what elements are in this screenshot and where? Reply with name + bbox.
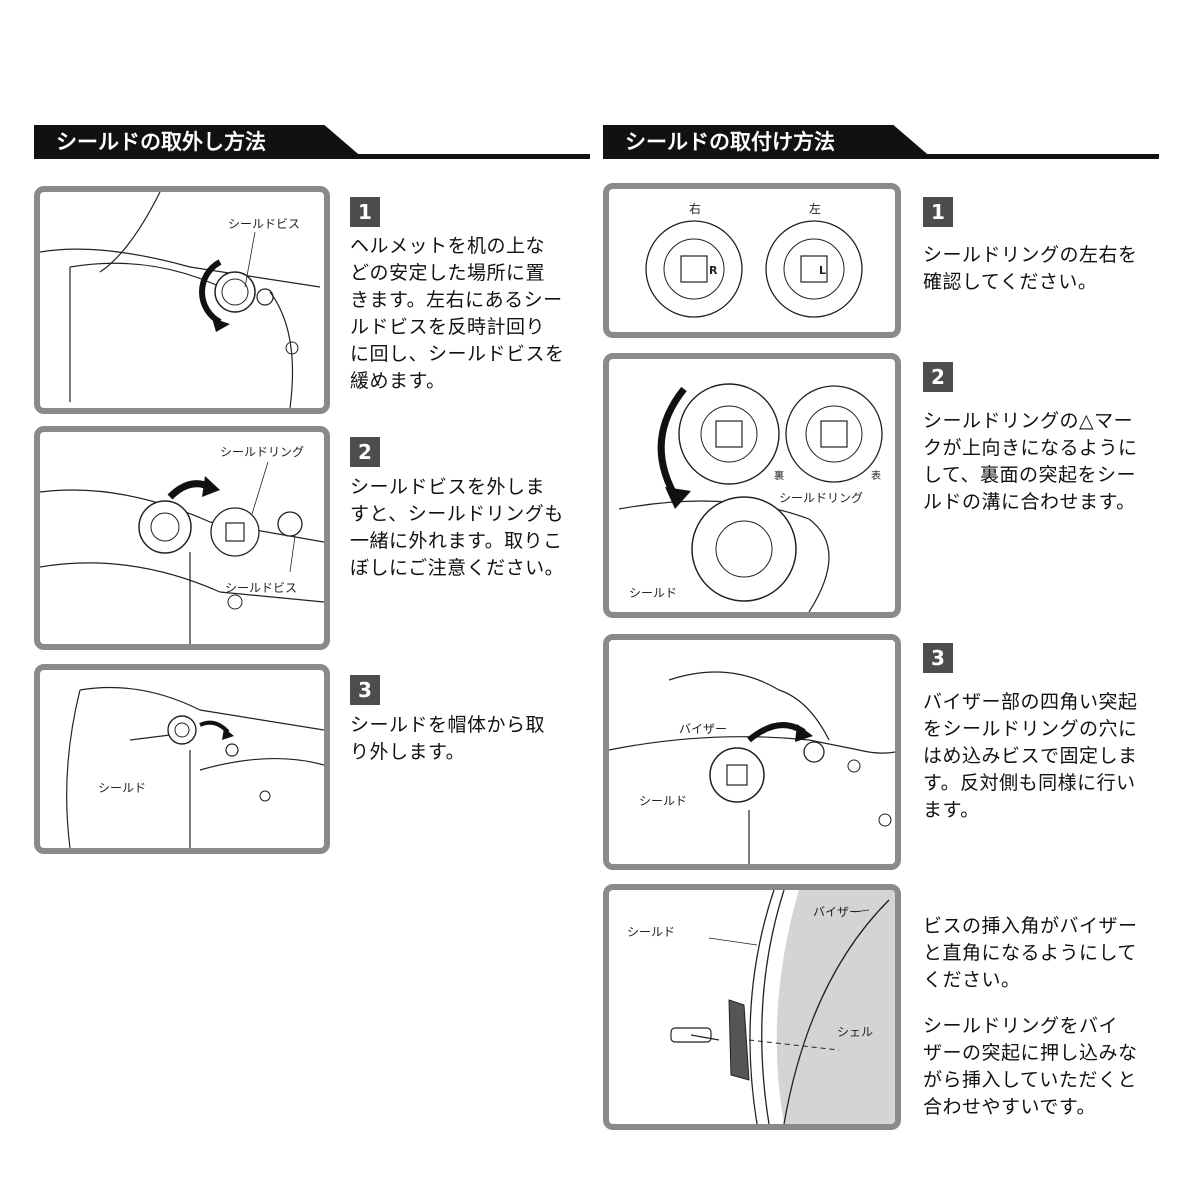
label-shield-ring: シールドリング: [220, 445, 304, 459]
step-instruction: バイザー部の四角い突起 をシールドリングの穴に はめ込みビスで固定しま す。反対…: [923, 691, 1138, 821]
step-instruction: シールドリングの△マー クが上向きになるように して、裏面の突起をシー ルドの溝…: [923, 410, 1138, 513]
illustration-remove-step-1: シールドビス: [34, 186, 330, 414]
step-instruction: シールドビスを外しま すと、シールドリングも 一緒に外れます。取りこ ぼしにご注…: [350, 476, 565, 579]
label-shell: シェル: [837, 1025, 873, 1039]
label-shield-ring: シールドリング: [779, 491, 863, 505]
section-rule: [34, 154, 590, 159]
mark-l: L: [819, 264, 826, 277]
label-back: 裏: [774, 469, 784, 482]
step-number: 3: [923, 643, 953, 673]
section-title-removal: シールドの取外し方法: [34, 125, 364, 159]
step-number: 1: [923, 197, 953, 227]
label-shield-screw: シールドビス: [225, 581, 297, 595]
step-instruction: シールドを帽体から取 り外します。: [350, 714, 546, 763]
label-shield-screw: シールドビス: [228, 217, 300, 231]
label-visor: バイザー: [679, 722, 727, 736]
note-text-angle: ビスの挿入角がバイザー と直角になるようにして ください。: [923, 915, 1138, 991]
illustration-remove-step-3: シールド: [34, 664, 330, 854]
mark-r: R: [709, 264, 718, 277]
step-number: 2: [923, 362, 953, 392]
illustration-install-step-1: 右 左 R L: [603, 183, 901, 338]
section-rule: [603, 154, 1159, 159]
illustration-install-step-2: 裏 表 シールドリング シールド: [603, 353, 901, 618]
label-right: 右: [689, 201, 701, 216]
label-visor: バイザー: [813, 905, 861, 919]
section-header-removal: シールドの取外し方法: [34, 125, 590, 159]
label-shield: シールド: [98, 781, 146, 795]
step-instruction: シールドリングの左右を 確認してください。: [923, 244, 1138, 293]
section-title-install: シールドの取付け方法: [603, 125, 933, 159]
label-shield: シールド: [627, 925, 675, 939]
illustration-install-step-3: バイザー シールド: [603, 634, 901, 870]
illustration-remove-step-2: シールドリング シールドビス: [34, 426, 330, 650]
step-number: 2: [350, 437, 380, 467]
label-shield: シールド: [629, 586, 677, 600]
step-number: 3: [350, 675, 380, 705]
note-text-tip: シールドリングをバイ ザーの突起に押し込みな がら挿入していただくと 合わせやす…: [923, 1015, 1138, 1118]
label-left: 左: [809, 201, 821, 216]
step-instruction: ヘルメットを机の上な どの安定した場所に置 きます。左右にあるシー ルドビスを反…: [350, 235, 565, 392]
illustration-install-note: シールド バイザー シェル: [603, 884, 901, 1130]
section-header-install: シールドの取付け方法: [603, 125, 1159, 159]
label-front: 表: [871, 469, 881, 482]
step-number: 1: [350, 197, 380, 227]
label-shield: シールド: [639, 794, 687, 808]
